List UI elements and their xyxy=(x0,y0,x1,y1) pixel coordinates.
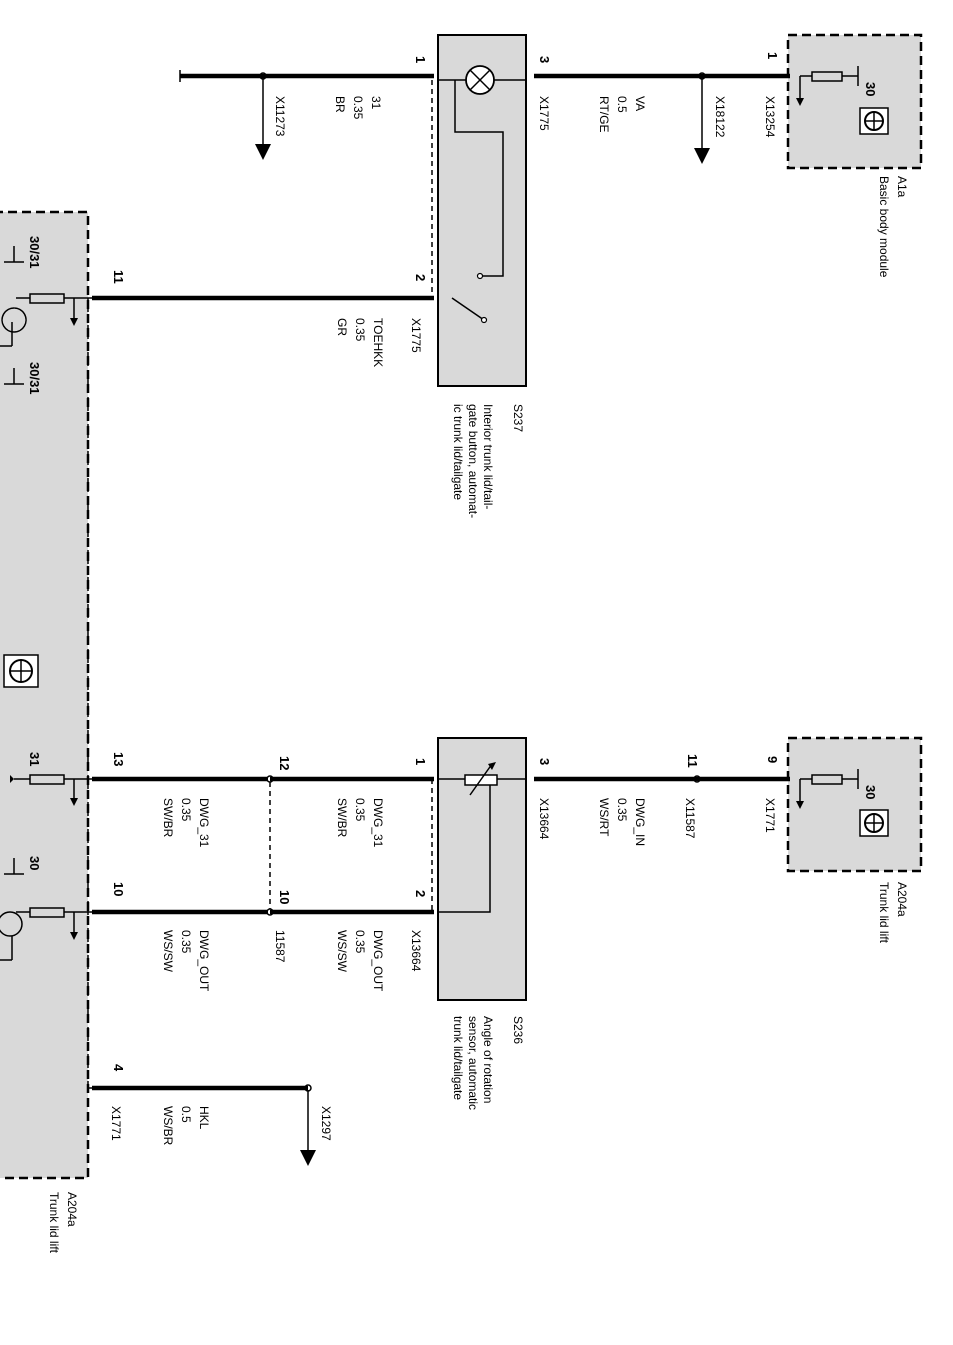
wire-color: WS/SW xyxy=(161,930,175,973)
wire-color: SW/BR xyxy=(161,798,175,838)
wire-name: TOEHKK xyxy=(371,318,385,367)
module-id: A1a xyxy=(895,176,909,198)
pin-number: 11 xyxy=(685,754,700,768)
pin-number: 1 xyxy=(413,758,428,765)
pin-number: 1 xyxy=(413,56,428,63)
pin-number: 10 xyxy=(277,890,292,904)
wire-name: 31 xyxy=(369,96,383,110)
wire-size: 0.35 xyxy=(353,318,367,342)
connector-label: X1775 xyxy=(537,96,551,131)
pin-number: 4 xyxy=(111,1064,126,1072)
transistor-icon xyxy=(1,307,27,333)
wire-color: GR xyxy=(335,318,349,336)
connector-label: X11587 xyxy=(683,798,697,839)
ground-label: X18122 xyxy=(713,96,727,138)
terminal-label: 31 xyxy=(27,752,42,766)
connector-label: X13254 xyxy=(763,96,777,138)
ground-arrow-icon xyxy=(255,144,271,160)
wire-name: DWG_OUT xyxy=(371,930,385,992)
wire-name: DWG_OUT xyxy=(197,930,211,992)
wire-size: 0.35 xyxy=(353,930,367,954)
terminal-label: 30 xyxy=(863,785,878,799)
module-name: Trunk lid lift xyxy=(47,1192,61,1254)
module-name: Trunk lid lift xyxy=(877,882,891,944)
s237-box xyxy=(437,34,527,387)
wire-name: VA xyxy=(633,96,647,111)
trunk-lid-lift-box-bottom xyxy=(0,210,90,1180)
trunk-lid-lift-box-top xyxy=(786,736,923,873)
wire-name: DWG_IN xyxy=(633,798,647,846)
pin-number: 12 xyxy=(277,756,292,770)
terminal-label: 30 xyxy=(27,856,42,870)
connector-label: X1771 xyxy=(763,798,777,833)
ground-arrow-icon xyxy=(300,1150,316,1166)
connector-label: X13664 xyxy=(409,930,423,972)
transistor-icon xyxy=(0,911,23,937)
connector-label: 11587 xyxy=(273,930,287,963)
wire-color: SW/BR xyxy=(335,798,349,838)
connector-label: X1771 xyxy=(109,1106,123,1141)
wire-size: 0.5 xyxy=(179,1106,193,1123)
wire-size: 0.35 xyxy=(353,798,367,822)
terminal-label: 30/31 xyxy=(27,362,42,395)
terminal-label: 30 xyxy=(863,82,878,96)
pin-number: 3 xyxy=(537,56,552,63)
module-name: Basic body module xyxy=(877,176,891,278)
module-id: A204a xyxy=(895,882,909,917)
wire-color: WS/SW xyxy=(335,930,349,973)
wire-size: 0.5 xyxy=(615,96,629,113)
wire-size: 0.35 xyxy=(179,798,193,822)
wire-color: RT/GE xyxy=(597,96,611,132)
component-desc: Angle of rotation xyxy=(481,1016,495,1103)
pin-number: 9 xyxy=(765,756,780,763)
connector-label: X1775 xyxy=(409,318,423,353)
component-desc: trunk lid/tailgate xyxy=(451,1016,465,1100)
wire-size: 0.35 xyxy=(351,96,365,120)
switch-icon xyxy=(476,272,484,280)
terminal-label: 30/31 xyxy=(27,236,42,269)
wire-size: 0.35 xyxy=(615,798,629,822)
component-id: S236 xyxy=(511,1016,525,1044)
ground-arrow-icon xyxy=(694,148,710,164)
wire-color: WS/RT xyxy=(597,798,611,837)
ground-label: X11273 xyxy=(273,96,287,137)
wire-name: DWG_31 xyxy=(197,798,211,848)
wire-name: DWG_31 xyxy=(371,798,385,848)
pin-number: 13 xyxy=(111,752,126,766)
wire-name: HKL xyxy=(197,1106,211,1130)
component-desc: gate button, automat- xyxy=(466,404,480,518)
wire-size: 0.35 xyxy=(179,930,193,954)
wire-color: BR xyxy=(333,96,347,113)
component-desc: sensor, automatic xyxy=(466,1016,480,1110)
pin-number: 10 xyxy=(111,882,126,896)
pin-number: 2 xyxy=(413,890,428,897)
pin-number: 3 xyxy=(537,758,552,765)
component-id: S237 xyxy=(511,404,525,432)
component-desc: ic trunk lid/tailgate xyxy=(451,404,465,500)
wire-color: WS/BR xyxy=(161,1106,175,1146)
module-id: A204a xyxy=(65,1192,79,1227)
connector-label: X13664 xyxy=(537,798,551,840)
arrow-icon xyxy=(796,98,804,106)
ground-label: X1297 xyxy=(319,1106,333,1141)
pin-number: 2 xyxy=(413,274,428,281)
basic-body-module-box xyxy=(786,33,923,170)
arrow-icon xyxy=(796,801,804,809)
pin-number: 11 xyxy=(111,270,126,284)
component-desc: Interior trunk lid/tail- xyxy=(481,404,495,509)
pin-number: 1 xyxy=(765,52,780,59)
